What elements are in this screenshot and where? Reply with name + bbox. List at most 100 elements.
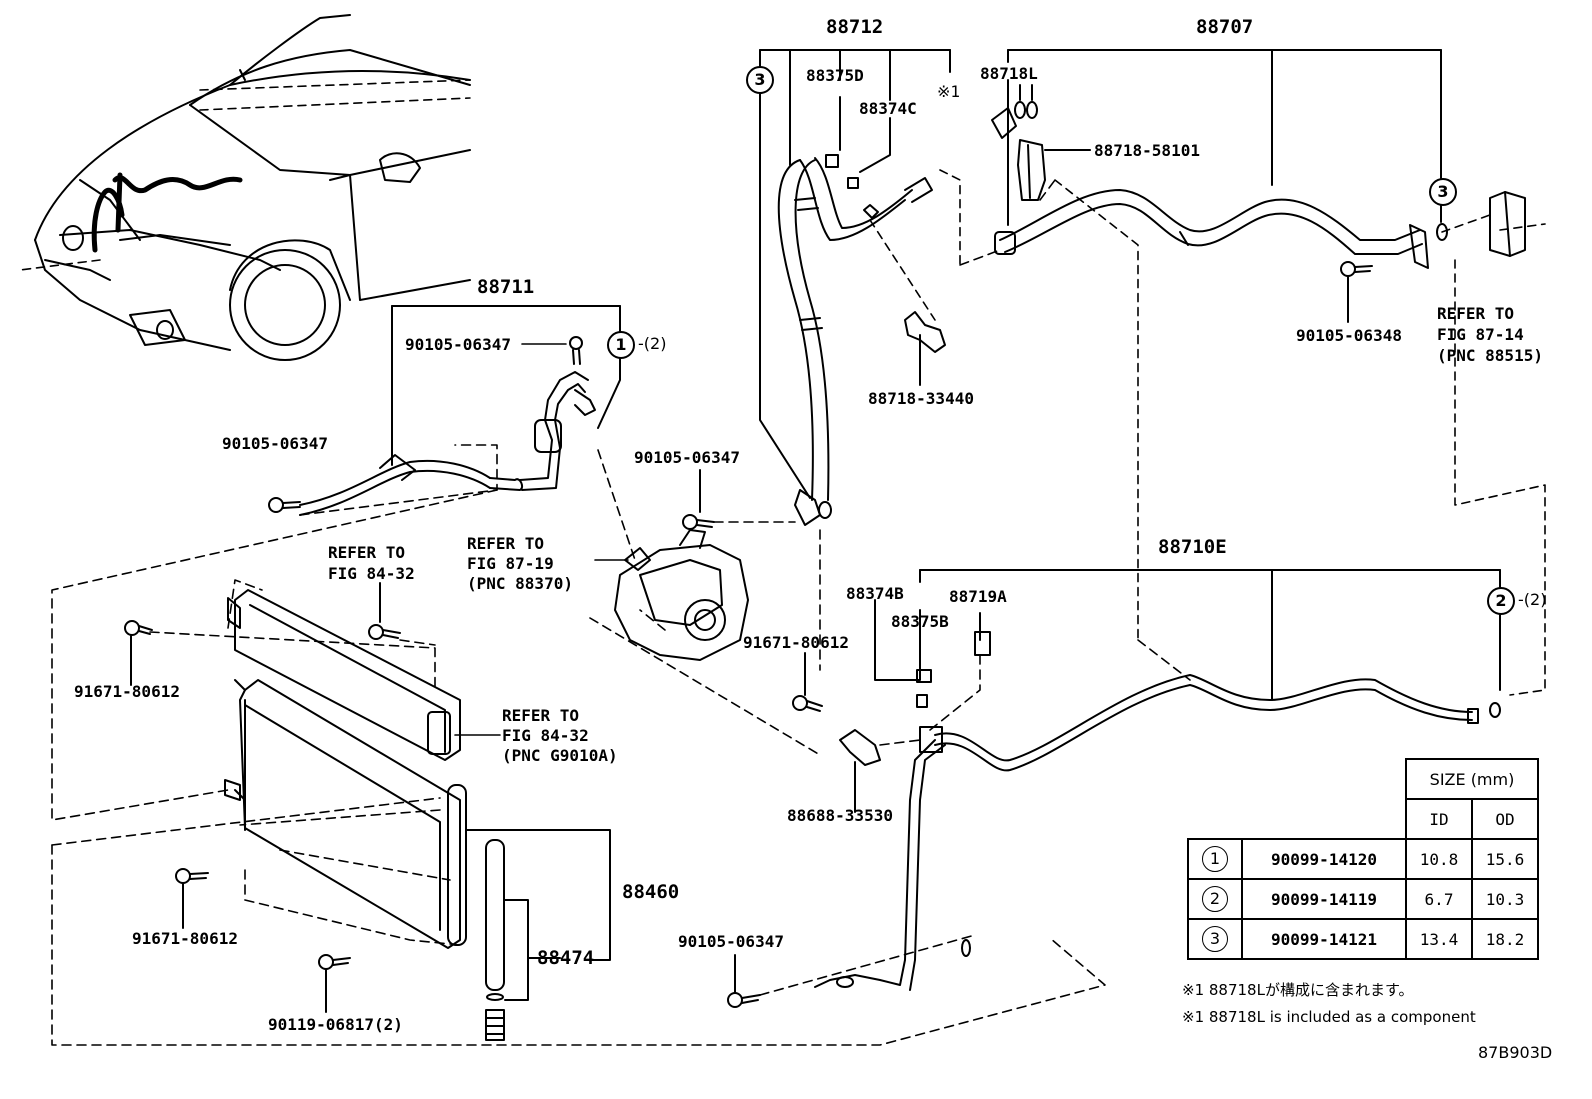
footnote-japanese: ※1 88718Lが構成に含まれます。 (1182, 981, 1414, 999)
refer-line: REFER TO (1437, 304, 1515, 323)
refer-line: FIG 87-14 (1437, 325, 1524, 344)
label-88474[interactable]: 88474 (537, 947, 595, 969)
table-row-index: 2 (1202, 886, 1228, 912)
bolt-90105-06347-c (682, 469, 715, 530)
table-row: 3 90099-14121 13.4 18.2 (1187, 918, 1539, 960)
label-88712[interactable]: 88712 (826, 16, 884, 38)
marker-3-left: 3 (746, 66, 774, 94)
table-cell-part[interactable]: 90099-14121 (1241, 918, 1407, 960)
label-91671-80612-b[interactable]: 91671-80612 (74, 682, 180, 701)
o-ring-size-table: SIZE (mm) ID OD 1 90099-14120 10.8 15.6 … (1187, 758, 1539, 960)
refer-line: REFER TO (328, 543, 406, 562)
refer-line: FIG 84-32 (328, 564, 415, 583)
table-cell-id: 6.7 (1405, 878, 1473, 920)
table-row-index: 3 (1202, 926, 1228, 952)
label-88460[interactable]: 88460 (622, 881, 680, 903)
label-88710E[interactable]: 88710E (1158, 536, 1227, 558)
label-90105-06347-a[interactable]: 90105-06347 (405, 335, 511, 354)
label-91671-80612-c[interactable]: 91671-80612 (132, 929, 238, 948)
label-90105-06347-c[interactable]: 90105-06347 (634, 448, 740, 467)
label-88711[interactable]: 88711 (477, 276, 535, 298)
table-cell-id: 13.4 (1405, 918, 1473, 960)
bolt-91671-80612-a (792, 652, 823, 712)
label-88718L[interactable]: 88718L (980, 64, 1038, 83)
refer-line: REFER TO (502, 706, 580, 725)
refer-fig-87-19[interactable]: REFER TO FIG 87-19 (PNC 88370) (467, 534, 573, 594)
bracket-88710E (874, 569, 1501, 701)
table-cell-part[interactable]: 90099-14120 (1241, 838, 1407, 880)
bolt-90105-06348 (1340, 261, 1373, 323)
receiver-dryer-88474 (485, 839, 505, 1041)
bolt-90105-06347-b (569, 336, 583, 365)
clamp-88718-58101 (1017, 139, 1091, 201)
clamp-88718-33440 (904, 311, 946, 386)
label-88374B[interactable]: 88374B (846, 584, 904, 603)
leader-lines (454, 149, 1091, 736)
label-88375B[interactable]: 88375B (891, 612, 949, 631)
refer-fig-84-32-a[interactable]: REFER TO FIG 84-32 (328, 542, 415, 584)
label-90105-06347-b[interactable]: 90105-06347 (222, 434, 328, 453)
bracket-88707 (1007, 49, 1442, 226)
dashed-88707 (1054, 179, 1546, 696)
label-90105-06348[interactable]: 90105-06348 (1296, 326, 1402, 345)
bolt-90105-06347-d (727, 954, 761, 1008)
refer-fig-87-14[interactable]: REFER TO FIG 87-14 (PNC 88515) (1437, 303, 1543, 366)
marker-1-qty: -(2) (638, 334, 667, 353)
footnote-english: ※1 88718L is included as a component (1182, 1008, 1476, 1026)
label-88718-33440[interactable]: 88718-33440 (868, 389, 974, 408)
clip-88718L (991, 84, 1038, 139)
refer-line: REFER TO (467, 534, 545, 553)
table-blank (1188, 759, 1406, 799)
refer-line: (PNC 88515) (1437, 346, 1543, 365)
dashed-88712 (869, 169, 961, 321)
clamp-88688-33530 (839, 729, 881, 813)
label-88374C[interactable]: 88374C (859, 99, 917, 118)
label-star-note-ref: ※1 (937, 82, 961, 101)
refer-line: (PNC 88370) (467, 574, 573, 593)
table-cell-od: 15.6 (1471, 838, 1539, 880)
bracket-88712 (759, 49, 951, 499)
fitting-88374C (847, 177, 879, 219)
table-cell-od: 18.2 (1471, 918, 1539, 960)
marker-2-qty: -(2) (1518, 590, 1547, 609)
marker-2: 2 (1487, 587, 1515, 615)
refer-line: FIG 84-32 (502, 726, 589, 745)
bolt-91671-80612-b (124, 620, 153, 686)
refer-line: (PNC G9010A) (502, 746, 618, 765)
vehicle-hose-highlight (91, 172, 243, 253)
label-88688-33530[interactable]: 88688-33530 (787, 806, 893, 825)
bracket-88460 (465, 829, 611, 1001)
subcooler-module (227, 589, 461, 761)
condenser-88460 (224, 679, 467, 949)
table-cell-od: 10.3 (1471, 878, 1539, 920)
label-88719A[interactable]: 88719A (949, 587, 1007, 606)
pipe-88711 (299, 371, 596, 516)
fitting-88375D (825, 154, 839, 168)
refer-line: FIG 87-19 (467, 554, 554, 573)
label-91671-80612-a[interactable]: 91671-80612 (743, 633, 849, 652)
label-90119-06817[interactable]: 90119-06817(2) (268, 1015, 403, 1034)
table-row: 1 90099-14120 10.8 15.6 (1187, 838, 1539, 880)
label-88718-58101[interactable]: 88718-58101 (1094, 141, 1200, 160)
refer-fig-84-32-b[interactable]: REFER TO FIG 84-32 (PNC G9010A) (502, 706, 618, 766)
label-88375D[interactable]: 88375D (806, 66, 864, 85)
bolt-91671-80612-c (175, 868, 209, 929)
marker-3-right: 3 (1429, 178, 1457, 206)
pipe-88707 (994, 189, 1429, 269)
label-88707[interactable]: 88707 (1196, 16, 1254, 38)
table-row-index: 1 (1202, 846, 1228, 872)
compressor-88370 (614, 529, 749, 661)
table-cell-part[interactable]: 90099-14119 (1241, 878, 1407, 920)
diagram-code: 87B903D (1478, 1043, 1553, 1062)
table-header-od: OD (1471, 798, 1539, 840)
vehicle-location-illustration (34, 14, 471, 361)
bracket-88711 (391, 305, 621, 466)
pipe-88710E (814, 674, 1501, 991)
bolt-refer-84-32 (368, 582, 401, 640)
label-90105-06347-d[interactable]: 90105-06347 (678, 932, 784, 951)
table-cell-id: 10.8 (1405, 838, 1473, 880)
block-88515 (1436, 191, 1526, 257)
dashed-assembly-outlines (51, 179, 1191, 1046)
table-header-size: SIZE (mm) (1405, 758, 1539, 800)
fittings-88374B-88375B (916, 631, 991, 708)
